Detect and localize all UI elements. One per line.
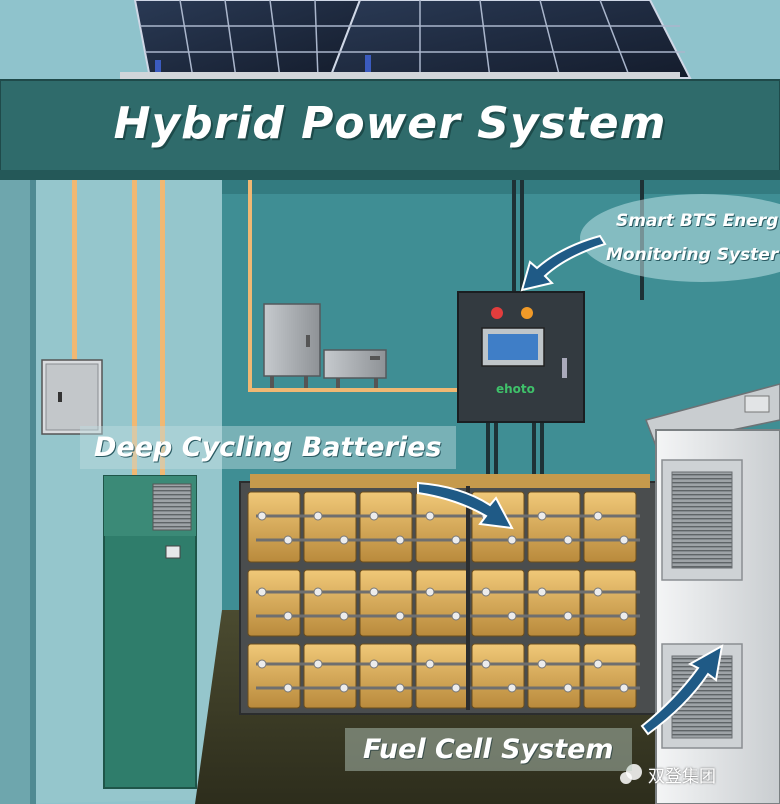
fuel-cell-arrow	[640, 644, 724, 736]
title-banner	[0, 79, 780, 179]
display-screen	[488, 334, 538, 360]
cooling-unit	[103, 475, 197, 789]
battery-row-1	[247, 491, 637, 563]
battery-row-2	[247, 569, 637, 637]
label-monitoring-line-1: Smart BTS Energ	[616, 211, 779, 231]
solar-panel-array	[120, 0, 692, 85]
label-fuel-cell-system: Fuel Cell System	[345, 728, 632, 771]
monitoring-callout	[580, 194, 780, 282]
watermark-text: 双登集团	[648, 767, 716, 787]
page-title: Hybrid Power System	[113, 98, 667, 149]
wechat-icon	[620, 764, 642, 784]
battery-rack	[239, 474, 661, 715]
conduit-pipes	[72, 180, 165, 480]
batteries-arrow	[417, 481, 514, 530]
monitoring-cabinet	[457, 291, 585, 423]
red-indicator-light	[491, 307, 503, 319]
battery-row-3	[247, 643, 637, 709]
inverter-units	[263, 303, 387, 388]
cabinet-brand-logo: ehoto	[496, 382, 535, 396]
label-deep-cycling-batteries: Deep Cycling Batteries	[80, 426, 456, 469]
wall-switch-box	[41, 359, 103, 435]
orange-indicator-light	[521, 307, 533, 319]
fuel-cell-cabinet	[645, 383, 780, 804]
monitoring-arrow	[520, 234, 607, 292]
label-monitoring-line-2: Monitoring Syster	[606, 245, 779, 265]
